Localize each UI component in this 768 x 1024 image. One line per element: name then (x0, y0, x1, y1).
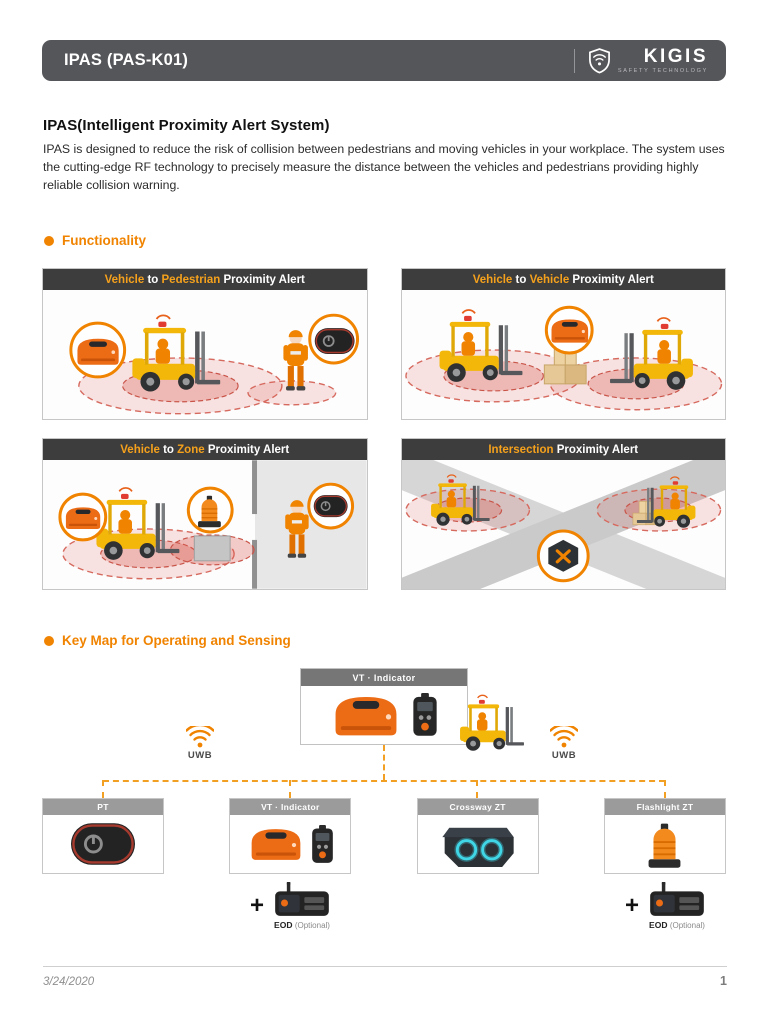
plus-sign-icon: + (250, 892, 265, 919)
vehicle-pedestrian-scene (69, 313, 360, 415)
uwb-link-left: UWB (178, 726, 222, 761)
keymap-hub-vt-indicator: VT · Indicator (300, 668, 468, 745)
vt-device-icon (251, 829, 301, 860)
node-device (230, 815, 350, 873)
pt-device-icon (71, 823, 135, 865)
node-label: Crossway ZT (417, 799, 538, 815)
panel-vehicle-to-vehicle: Vehicle to Vehicle Proximity Alert (400, 268, 726, 420)
wifi-signal-icon (550, 726, 578, 748)
node-device (43, 815, 163, 873)
panel-illustration (43, 460, 367, 589)
panel-vehicle-to-zone: Vehicle to Zone Proximity Alert (42, 438, 368, 590)
kigis-logo: KIGIS SAFETY TECHNOLOGY (588, 47, 708, 75)
eod-device-icon (650, 882, 704, 916)
title-bar: IPAS (PAS-K01) KIGIS SAFETY TECHNOLOGY (42, 40, 726, 81)
page-number: 1 (720, 974, 727, 988)
plus-sign-icon: + (625, 892, 640, 919)
vehicle-tag-icon (65, 507, 101, 529)
panel-title: Intersection Proximity Alert (401, 439, 725, 460)
indicator-remote-icon (413, 693, 437, 736)
forklift-icon (459, 694, 525, 752)
eod-device: EOD (Optional) (274, 882, 330, 930)
hub-label: VT · Indicator (301, 669, 467, 686)
pedestrian-tag-icon (312, 494, 349, 518)
uwb-label: UWB (551, 750, 577, 761)
orange-dot-icon (44, 635, 54, 646)
vehicle-zone-scene (58, 460, 367, 589)
functionality-grid: Vehicle to Pedestrian Proximity Alert (42, 268, 726, 590)
logo-wordmark: KIGIS (643, 45, 708, 67)
crossway-device-icon (442, 821, 514, 867)
intro-section: IPAS(Intelligent Proximity Alert System)… (43, 117, 727, 194)
node-vt-indicator: VT · Indicator (229, 798, 352, 874)
logo-text: KIGIS SAFETY TECHNOLOGY (618, 47, 708, 75)
panel-illustration (401, 460, 725, 589)
connector-line (383, 745, 385, 780)
orange-dot-icon (44, 235, 54, 246)
panel-intersection: Intersection Proximity Alert (400, 438, 726, 590)
intersection-scene (401, 460, 725, 589)
eod-device: EOD (Optional) (649, 882, 705, 930)
panel-title: Vehicle to Zone Proximity Alert (43, 439, 367, 460)
eod-caption: EOD (Optional) (274, 920, 330, 930)
node-device (605, 815, 725, 873)
vehicle-tag-icon (77, 338, 119, 365)
uwb-label: UWB (187, 750, 213, 761)
node-label: PT (43, 799, 163, 815)
eod-caption: EOD (Optional) (649, 920, 705, 930)
hub-devices (301, 686, 467, 744)
panel-illustration (43, 290, 367, 419)
wifi-signal-icon (186, 726, 214, 748)
eod-option-vt: + EOD (Optional) (229, 882, 351, 930)
product-title: IPAS (PAS-K01) (64, 51, 189, 69)
section-heading-keymap: Key Map for Operating and Sensing (44, 633, 291, 648)
eod-option-flashlight: + EOD (Optional) (604, 882, 726, 930)
page-footer: 3/24/2020 1 (43, 966, 727, 988)
connector-line (476, 780, 478, 798)
node-device (418, 815, 538, 873)
vehicle-vehicle-scene (404, 305, 722, 411)
intro-body: IPAS is designed to reduce the risk of c… (43, 142, 725, 192)
node-label: Flashlight ZT (604, 799, 725, 815)
panel-title: Vehicle to Vehicle Proximity Alert (401, 269, 725, 290)
section-title: Functionality (62, 233, 146, 248)
vehicle-tag-icon (551, 319, 588, 343)
intro-title: IPAS(Intelligent Proximity Alert System) (43, 117, 330, 134)
section-title: Key Map for Operating and Sensing (62, 633, 291, 648)
node-label: VT · Indicator (230, 799, 351, 815)
connector-line (103, 780, 665, 782)
logo-divider (573, 48, 575, 73)
node-pt: PT (42, 798, 164, 874)
shield-signal-icon (588, 47, 610, 74)
panel-illustration (401, 290, 725, 419)
section-heading-functionality: Functionality (44, 233, 146, 248)
connector-line (289, 780, 291, 798)
node-crossway-zt: Crossway ZT (416, 798, 539, 874)
crossway-device-icon (547, 539, 578, 572)
footer-date: 3/24/2020 (43, 976, 95, 988)
indicator-remote-icon (312, 824, 333, 863)
uwb-link-right: UWB (542, 726, 586, 761)
connector-line (664, 780, 666, 798)
keymap-nodes: PT VT · Indicator Crossway ZT Flashl (42, 798, 726, 874)
panel-title: Vehicle to Pedestrian Proximity Alert (43, 269, 367, 290)
flashlight-beacon-icon (648, 822, 682, 869)
connector-line (102, 780, 104, 798)
logo-area: KIGIS SAFETY TECHNOLOGY (573, 40, 708, 81)
eod-device-icon (275, 882, 329, 916)
logo-tagline: SAFETY TECHNOLOGY (617, 67, 708, 74)
panel-vehicle-to-pedestrian: Vehicle to Pedestrian Proximity Alert (42, 268, 368, 420)
node-flashlight-zt: Flashlight ZT (603, 798, 726, 874)
keymap-diagram: VT · Indicator UWB UWB PT (42, 668, 726, 960)
pedestrian-tag-icon (313, 327, 356, 355)
vt-device-icon (335, 696, 397, 735)
